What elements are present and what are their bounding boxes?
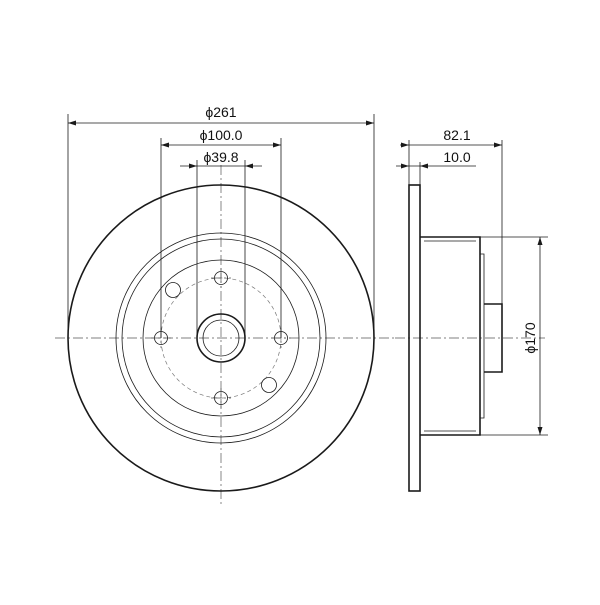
locating-hole-upper-left: [165, 282, 181, 298]
front-dimensions: ϕ261 ϕ100.0 ϕ39.8: [67, 104, 375, 338]
center-bore-inner: [202, 319, 240, 357]
disc-thickness-label: 10.0: [443, 149, 470, 165]
hat-face-edge: [142, 259, 300, 417]
locating-hole-lower-right: [261, 377, 277, 393]
hub-spigot: [484, 303, 503, 373]
side-view: [395, 184, 545, 492]
bore-diameter-label: ϕ39.8: [203, 149, 238, 165]
hat-diameter-label: ϕ170: [522, 322, 538, 353]
hub-flange: [480, 253, 485, 419]
front-view: [55, 165, 395, 505]
pcd-diameter-label: ϕ100.0: [200, 127, 243, 143]
friction-ring-inner-edge: [115, 232, 327, 444]
hat-outer-edge: [121, 238, 321, 438]
side-dimensions: 82.1 10.0 ϕ170: [396, 127, 548, 436]
disc-plate-section: [408, 184, 421, 492]
outer-diameter-label: ϕ261: [205, 104, 236, 120]
overall-height-label: 82.1: [443, 127, 470, 143]
hat-outline: [420, 236, 481, 436]
dim-10-arrows: [401, 163, 428, 169]
